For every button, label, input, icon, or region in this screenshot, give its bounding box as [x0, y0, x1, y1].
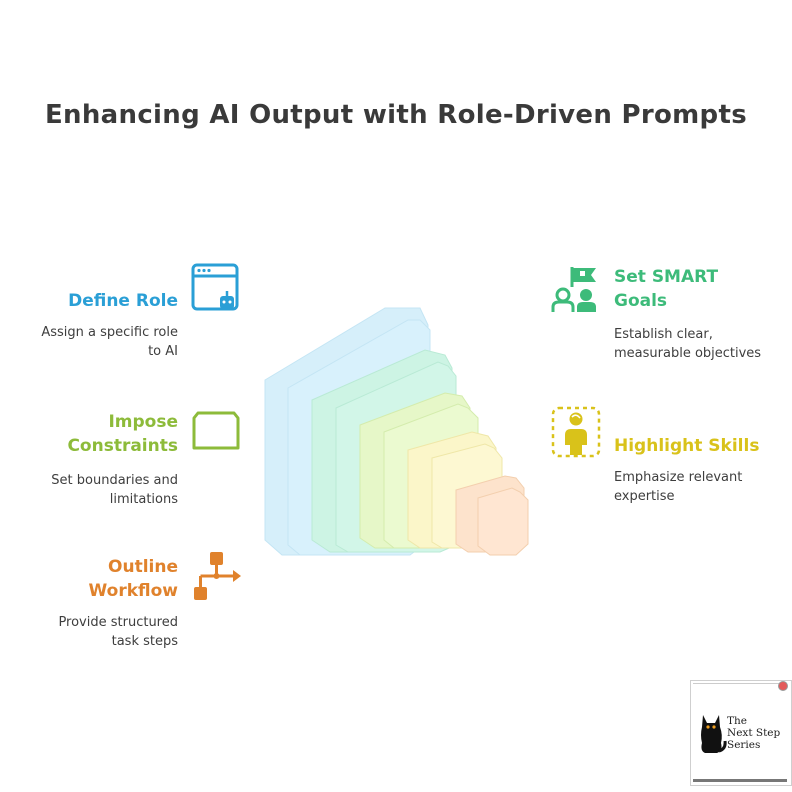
- item-outline-workflow: Outline Workflow Provide structured task…: [20, 555, 178, 651]
- item-set-smart-goals: Set SMART Goals Establish clear, measura…: [614, 265, 789, 363]
- highlight-skills-title: Highlight Skills: [614, 434, 789, 458]
- black-cat-icon: [697, 711, 727, 755]
- person-highlight-icon: [550, 405, 602, 459]
- set-smart-goals-desc: Establish clear, measurable objectives: [614, 325, 789, 363]
- badge-text: The Next Step Series: [727, 715, 789, 751]
- outline-workflow-desc: Provide structured task steps: [20, 613, 178, 651]
- item-highlight-skills: Highlight Skills Emphasize relevant expe…: [614, 434, 789, 506]
- impose-constraints-desc: Set boundaries and limitations: [20, 471, 178, 509]
- badge-dot: [778, 681, 788, 691]
- series-badge: The Next Step Series: [690, 680, 792, 786]
- define-role-title: Define Role: [20, 289, 178, 313]
- badge-bottombar: [693, 779, 787, 782]
- browser-bot-icon: [190, 262, 242, 314]
- outline-workflow-title: Outline Workflow: [20, 555, 178, 603]
- item-define-role: Define Role Assign a specific role to AI: [20, 289, 178, 361]
- team-goal-flag-icon: [550, 265, 602, 315]
- badge-topbar: [693, 683, 787, 687]
- set-smart-goals-title: Set SMART Goals: [614, 265, 789, 313]
- item-impose-constraints: Impose Constraints Set boundaries and li…: [20, 410, 178, 509]
- highlight-skills-desc: Emphasize relevant expertise: [614, 468, 789, 506]
- frame-icon: [190, 410, 242, 454]
- impose-constraints-title: Impose Constraints: [20, 410, 178, 458]
- define-role-desc: Assign a specific role to AI: [20, 323, 178, 361]
- layer-peach: [456, 476, 528, 555]
- flowchart-icon: [190, 550, 244, 602]
